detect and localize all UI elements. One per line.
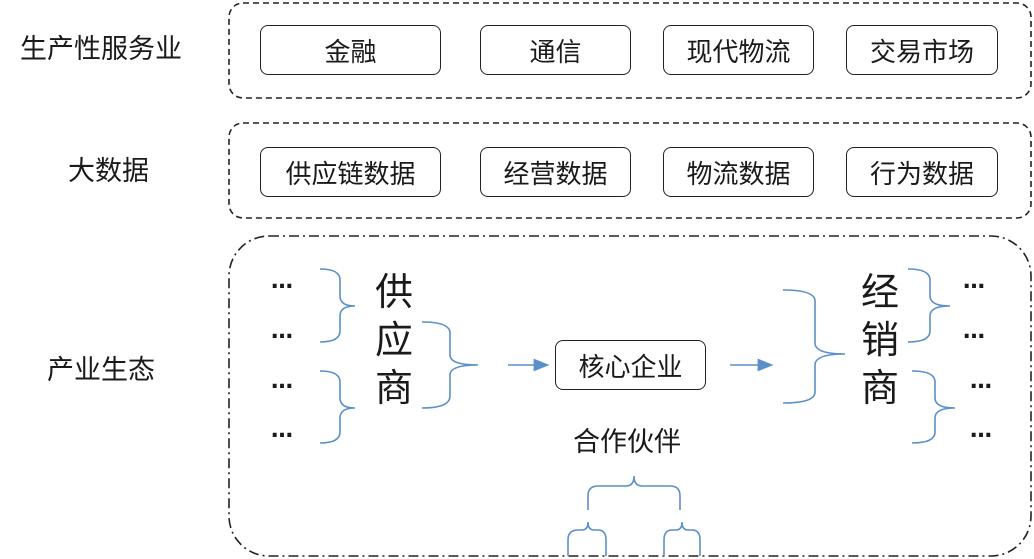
- core-enterprise-box: 核心企业: [555, 340, 706, 390]
- partners-label: 合作伙伴: [573, 427, 681, 458]
- bigdata-layer-label: 大数据: [68, 156, 149, 187]
- ecosystem-layer-label: 产业生态: [47, 355, 155, 386]
- brace-partners: [587, 475, 681, 510]
- brace-distributor: [782, 289, 846, 404]
- tag-operating-data: 经营数据: [480, 147, 631, 197]
- ellipsis-left-3: …: [271, 369, 294, 394]
- supplier-char-1: 供: [374, 270, 413, 314]
- ellipsis-right-2: …: [963, 319, 986, 344]
- distributor-char-3: 商: [860, 366, 899, 410]
- brace-partners-left-sub: [567, 521, 607, 556]
- supplier-char-2: 应: [374, 318, 413, 362]
- ellipsis-left-2: …: [271, 319, 294, 344]
- services-frame: [228, 2, 1032, 99]
- ellipsis-right-3: …: [970, 369, 993, 394]
- distributor-char-2: 销: [860, 318, 899, 362]
- tag-behavior-data: 行为数据: [846, 147, 998, 197]
- brace-left-bottom: [319, 370, 356, 444]
- brace-right-top: [907, 268, 951, 343]
- brace-right-bottom: [911, 370, 956, 444]
- tag-trading-market: 交易市场: [846, 25, 998, 75]
- tag-supply-chain-data: 供应链数据: [260, 147, 441, 197]
- brace-left-top: [319, 268, 356, 343]
- distributor-char-1: 经: [860, 270, 899, 314]
- ecosystem-frame: [228, 235, 1032, 557]
- tag-logistics-data: 物流数据: [663, 147, 814, 197]
- services-layer-label: 生产性服务业: [20, 34, 182, 65]
- bigdata-frame: [228, 122, 1032, 219]
- tag-modern-logistics: 现代物流: [663, 25, 814, 75]
- ellipsis-left-4: …: [271, 418, 294, 443]
- tag-finance: 金融: [260, 25, 441, 75]
- ellipsis-left-1: …: [271, 269, 294, 294]
- ellipsis-right-4: …: [970, 418, 993, 443]
- tag-telecom: 通信: [480, 25, 631, 75]
- supplier-char-3: 商: [374, 366, 413, 410]
- brace-supplier: [421, 321, 479, 409]
- brace-partners-right-sub: [663, 521, 701, 556]
- ellipsis-right-1: …: [963, 269, 986, 294]
